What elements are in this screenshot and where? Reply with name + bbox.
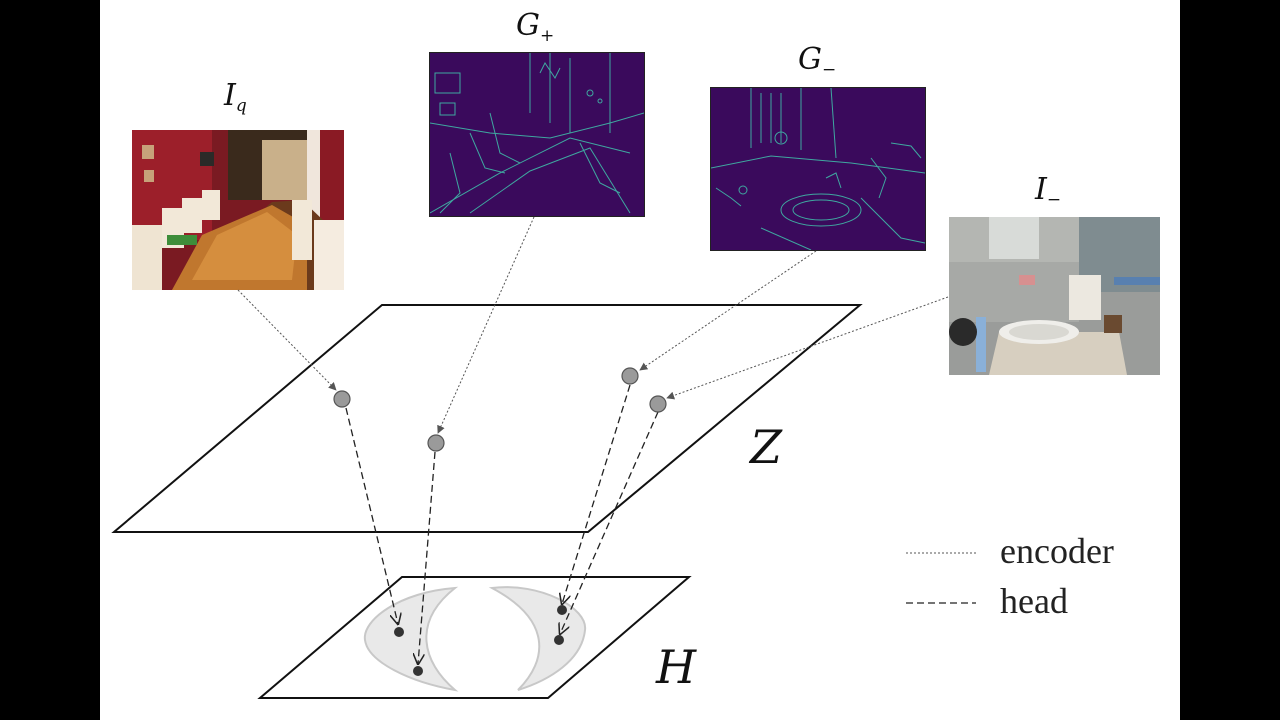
encoder-arrow-positive: [437, 216, 535, 434]
h-space-label: H: [656, 640, 697, 694]
negative-edge-label: G−: [798, 42, 836, 80]
positive-edge-map: [429, 52, 645, 217]
query-image: [132, 130, 344, 290]
h-point-negative-image: [554, 635, 564, 645]
negative-edge-map: [710, 87, 926, 251]
h-point-positive: [413, 666, 423, 676]
head-arrow-query: [345, 407, 398, 624]
label-main: G: [798, 42, 822, 77]
head-arrow-positive: [418, 451, 436, 664]
cluster-left: [363, 586, 459, 692]
legend-encoder-text: encoder: [1000, 531, 1114, 571]
z-plane: [111, 304, 863, 533]
positive-edge-label: G+: [516, 8, 554, 46]
label-sub: −: [821, 60, 837, 80]
label-sub: +: [539, 26, 555, 46]
h-point-negative-edge: [557, 605, 567, 615]
z-point-positive: [427, 434, 445, 452]
figure-canvas: Iq G+ G− I−: [100, 0, 1180, 720]
z-point-negative-edge: [621, 367, 639, 385]
label-main: I: [1035, 172, 1047, 207]
label-main: I: [224, 78, 236, 113]
encoder-arrow-query: [237, 289, 337, 391]
negative-image-label: I−: [1035, 172, 1061, 210]
embedding-diagram: [111, 216, 976, 699]
head-arrow-negative-image: [560, 411, 659, 634]
encoder-arrow-negative-edge: [639, 250, 817, 371]
h-plane: [257, 576, 692, 699]
query-image-label: Iq: [224, 78, 247, 116]
legend-head-text: head: [1000, 581, 1068, 621]
cluster-right: [488, 586, 587, 691]
label-sub: −: [1046, 190, 1062, 210]
label-sub: q: [235, 96, 247, 116]
label-main: G: [516, 8, 540, 43]
z-point-query: [333, 390, 351, 408]
z-space-label: Z: [750, 420, 782, 474]
z-point-negative-image: [649, 395, 667, 413]
encoder-arrow-negative-image: [666, 296, 949, 400]
h-point-query: [394, 627, 404, 637]
head-arrow-negative-edge: [562, 384, 631, 604]
negative-image: [949, 217, 1160, 375]
